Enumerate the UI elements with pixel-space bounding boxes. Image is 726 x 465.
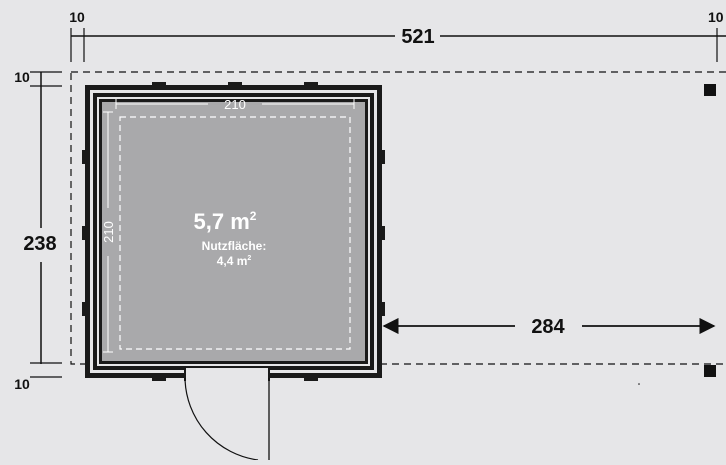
left-dimension: 238 10 10 bbox=[14, 69, 62, 392]
dimension-inner-width: 210 bbox=[224, 97, 246, 112]
floor-area bbox=[102, 102, 365, 361]
wall-studs bbox=[82, 82, 385, 381]
garden-house: 210 210 5,7 m2 Nutzfläche: 4,4 m2 bbox=[82, 82, 385, 461]
gross-area-label: 5,7 m2 bbox=[194, 209, 257, 234]
corner-marker-bottom-right bbox=[704, 365, 716, 377]
inner-depth-dimension bbox=[103, 111, 113, 353]
top-dimension: 521 10 10 bbox=[69, 9, 726, 62]
door-swing-arc bbox=[184, 377, 259, 461]
usable-area-caption: Nutzfläche: bbox=[202, 239, 267, 253]
dimension-margin-top: 10 bbox=[14, 69, 30, 85]
stray-dot bbox=[638, 383, 640, 385]
dimension-margin-left: 10 bbox=[69, 9, 85, 25]
terrace-dimension: 284 bbox=[382, 316, 716, 338]
usable-area-value: 4,4 m2 bbox=[217, 254, 252, 268]
dimension-margin-right: 10 bbox=[708, 9, 724, 25]
footprint-outline bbox=[70, 71, 726, 365]
dimension-margin-bottom: 10 bbox=[14, 376, 30, 392]
dimension-total-width: 521 bbox=[401, 26, 434, 48]
dimension-inner-depth: 210 bbox=[101, 221, 116, 243]
inner-width-dimension bbox=[115, 99, 355, 109]
dimension-terrace-width: 284 bbox=[531, 316, 565, 338]
dimension-total-depth: 238 bbox=[23, 233, 56, 255]
corner-marker-top-right bbox=[704, 84, 716, 96]
door-opening bbox=[185, 368, 269, 380]
usable-area-outline bbox=[119, 116, 351, 350]
